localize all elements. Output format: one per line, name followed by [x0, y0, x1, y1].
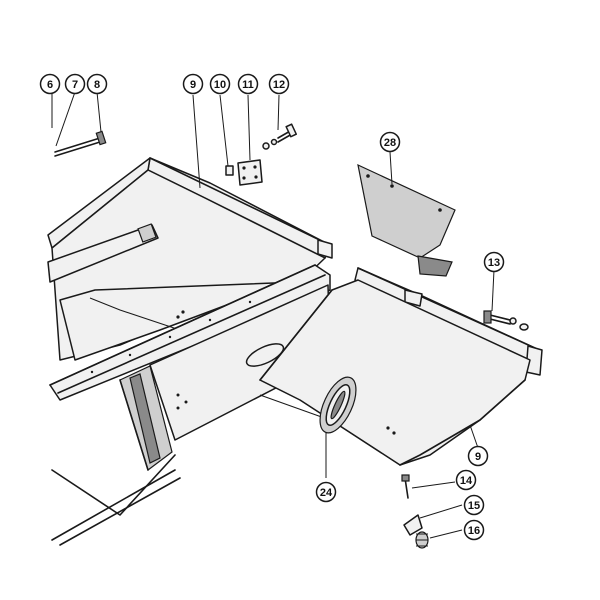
left-side-assembly [47, 157, 333, 546]
right-side-tray [259, 267, 543, 549]
callout-circle [39, 73, 61, 95]
callout-24: 24 [315, 481, 337, 503]
callout-circle [268, 73, 290, 95]
callout-circle [237, 73, 259, 95]
callout-circle [315, 481, 337, 503]
callout-label: 8 [94, 79, 100, 91]
callout-circle [463, 494, 485, 516]
callout-8: 8 [86, 73, 108, 95]
top-left-hardware [51, 90, 298, 189]
callout-label: 24 [320, 487, 333, 499]
callout-label: 14 [460, 475, 473, 487]
callout-circle [209, 73, 231, 95]
callout-circle [463, 519, 485, 541]
callout-7: 7 [64, 73, 86, 95]
callout-9: 9 [467, 445, 489, 467]
callout-15: 15 [463, 494, 485, 516]
callout-circle [86, 73, 108, 95]
callout-16: 16 [463, 519, 485, 541]
callout-13: 13 [483, 251, 505, 273]
callout-label: 12 [273, 79, 285, 91]
grommet-24 [319, 376, 357, 478]
callout-label: 11 [242, 79, 254, 91]
callout-label: 28 [384, 137, 396, 149]
callout-circle [483, 251, 505, 273]
callout-6: 6 [39, 73, 61, 95]
callout-9: 9 [182, 73, 204, 95]
callout-circle [182, 73, 204, 95]
callout-10: 10 [209, 73, 231, 95]
callout-label: 7 [72, 79, 78, 91]
callout-label: 9 [475, 451, 481, 463]
callout-circle [379, 131, 401, 153]
callout-12: 12 [268, 73, 290, 95]
callout-label: 10 [214, 79, 226, 91]
callout-11: 11 [237, 73, 259, 95]
callout-circle [64, 73, 86, 95]
gusset-plate-28 [357, 151, 456, 277]
callout-28: 28 [379, 131, 401, 153]
callout-14: 14 [455, 469, 477, 491]
callout-circle [455, 469, 477, 491]
callout-label: 16 [468, 525, 480, 537]
callout-label: 15 [468, 500, 480, 512]
callout-label: 9 [190, 79, 196, 91]
callout-label: 13 [488, 257, 500, 269]
callout-label: 6 [47, 79, 53, 91]
callout-circle [467, 445, 489, 467]
